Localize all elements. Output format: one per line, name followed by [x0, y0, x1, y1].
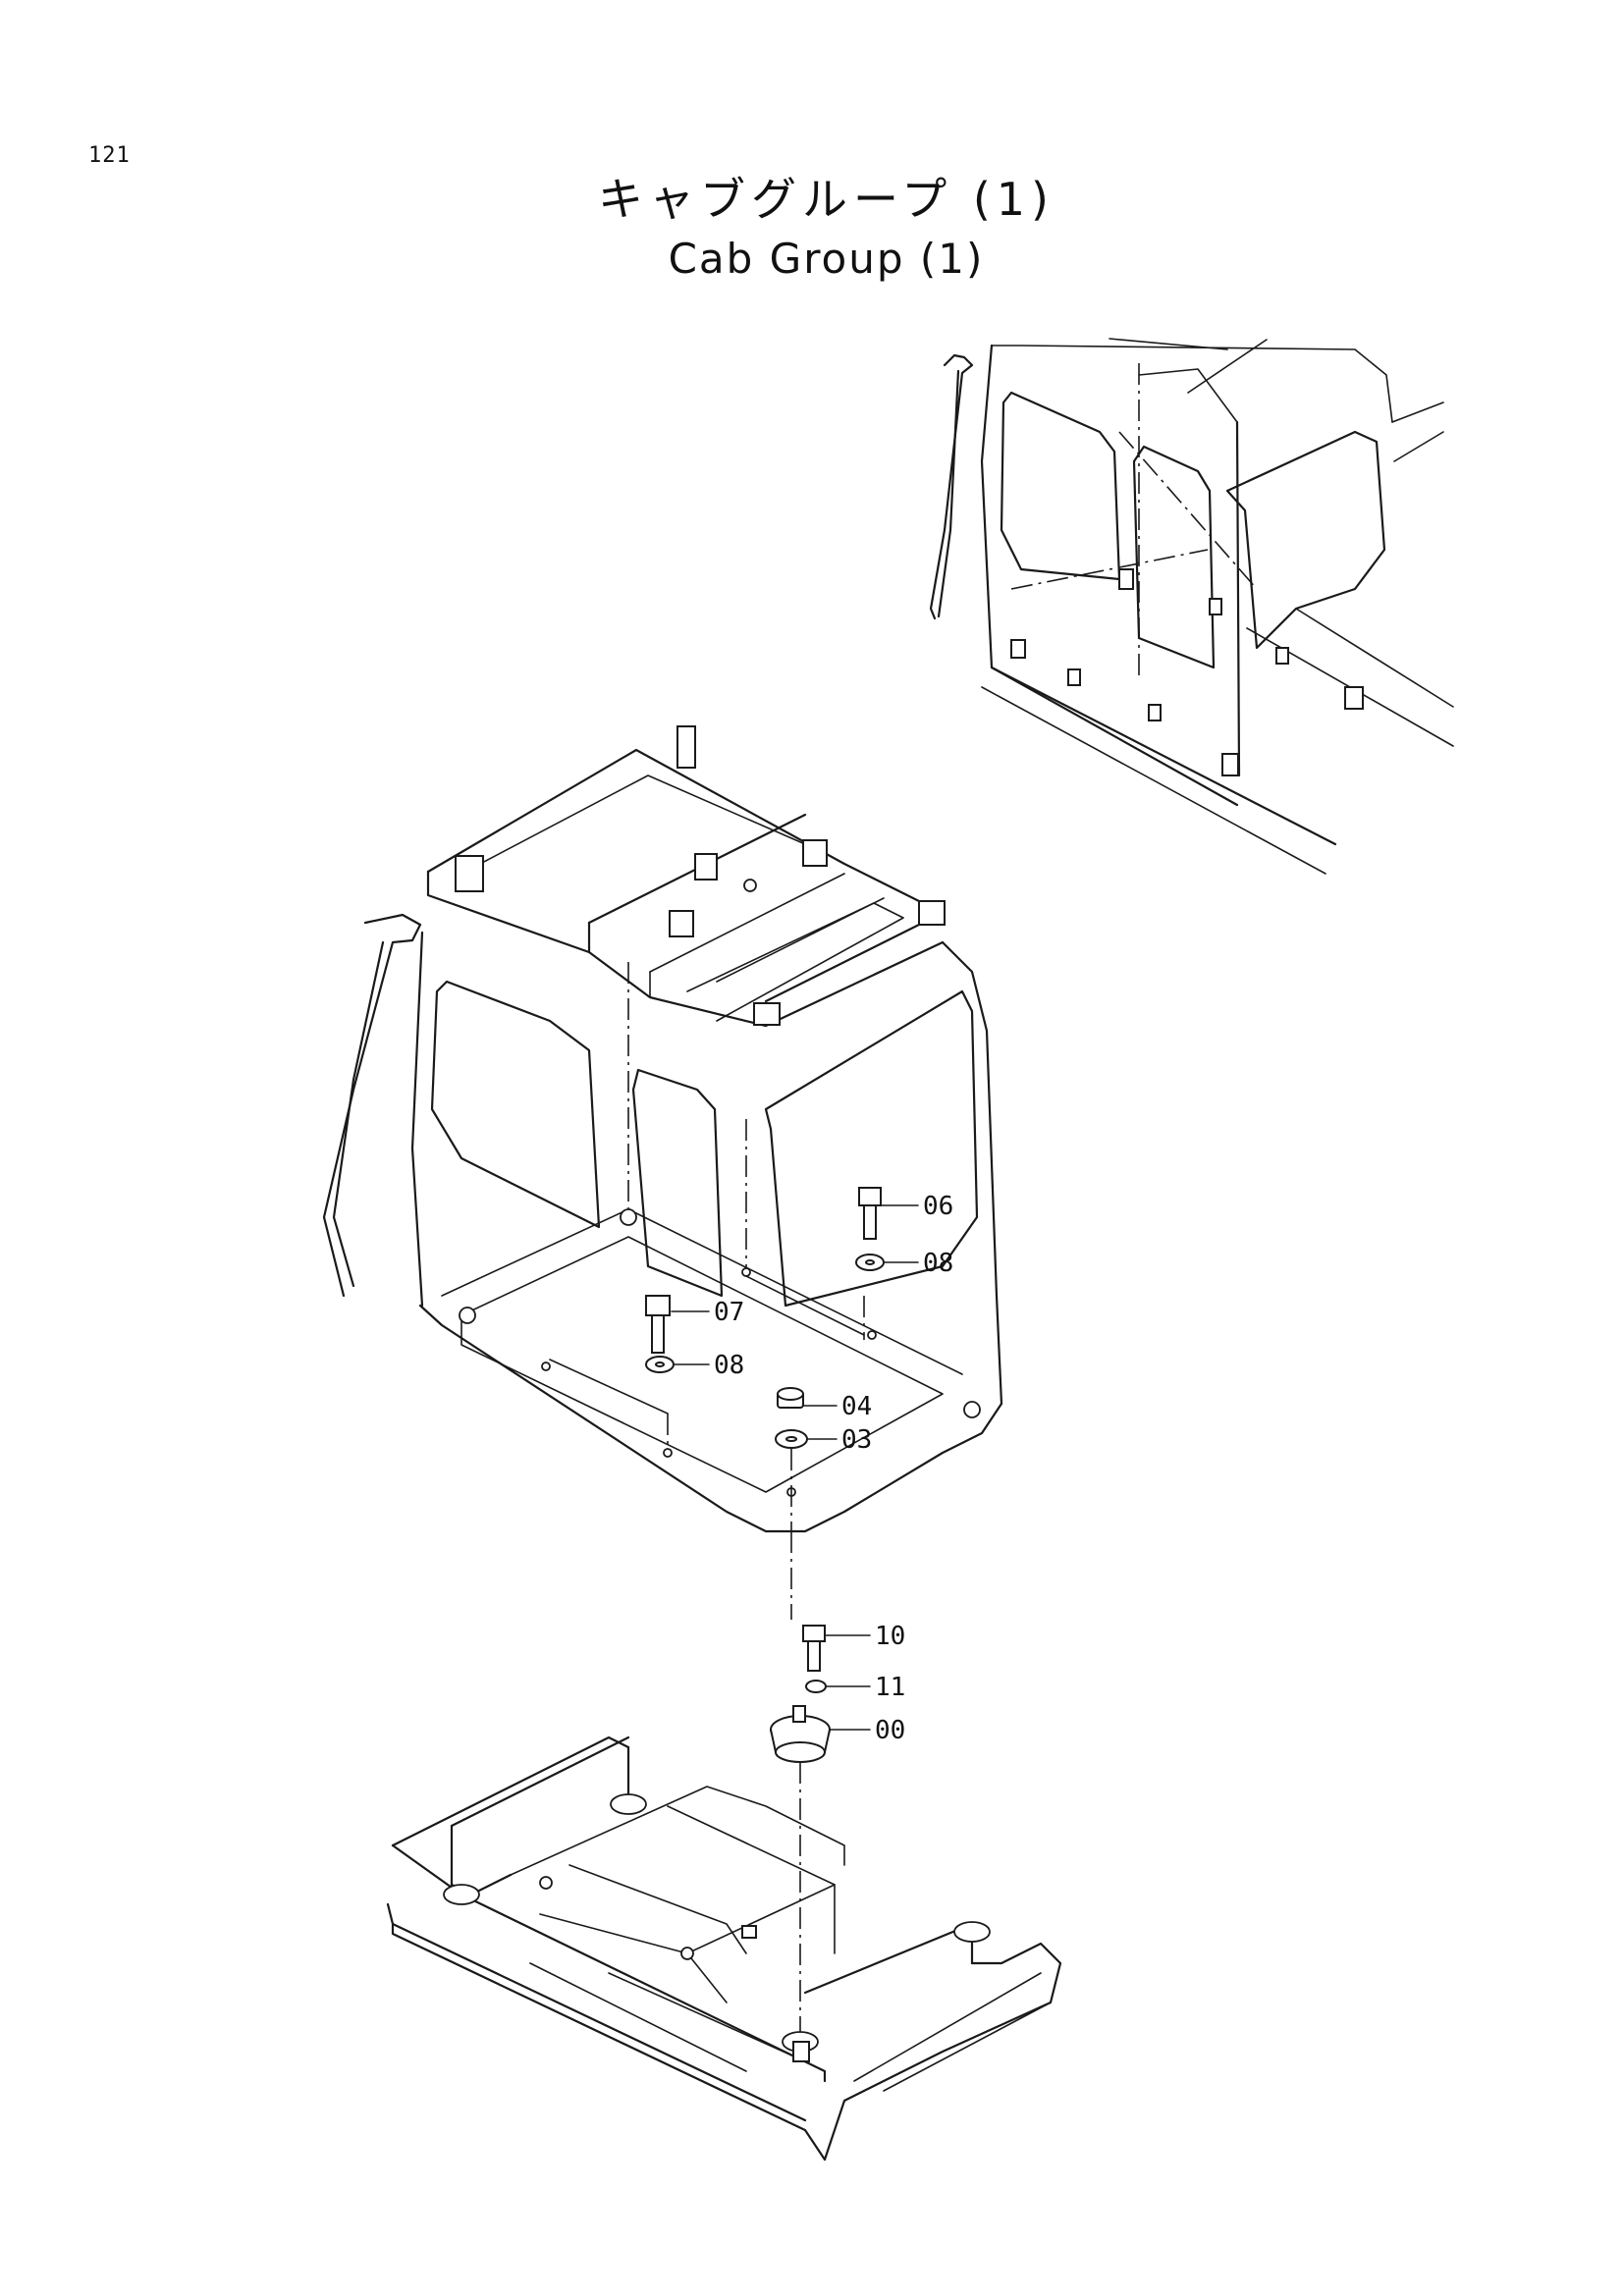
- title-japanese: キャブグループ (1): [597, 173, 1055, 226]
- cab-body: [322, 725, 1003, 1533]
- callout-04: 04: [841, 1392, 872, 1421]
- callout-07: 07: [714, 1298, 744, 1327]
- title-english: Cab Group (1): [668, 235, 985, 283]
- page-number: 121: [88, 143, 131, 168]
- callout-leaders: [671, 1204, 919, 1731]
- callout-00: 00: [875, 1716, 905, 1745]
- callout-10: 10: [875, 1622, 905, 1651]
- callout-03: 03: [841, 1425, 872, 1455]
- callout-11: 11: [875, 1673, 905, 1702]
- installed-cab-inset: [929, 338, 1454, 875]
- title-block: キャブグループ (1) Cab Group (1): [0, 169, 1623, 289]
- callout-08-lower: 08: [714, 1351, 744, 1380]
- callout-06: 06: [923, 1192, 953, 1221]
- hardware-parts: [645, 1187, 885, 2032]
- callout-labels: 06 08 07 08 04 03 10 11 00: [714, 1192, 953, 1745]
- callout-08-upper: 08: [923, 1249, 953, 1278]
- base-frame: [386, 1735, 1062, 2162]
